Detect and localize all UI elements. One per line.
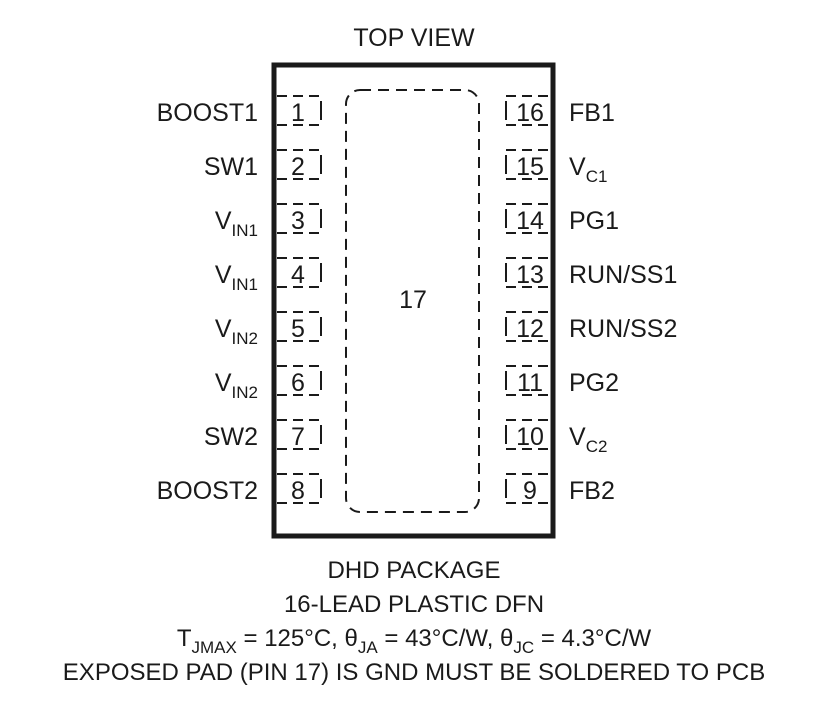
pin-name: V	[215, 315, 232, 343]
pin-name: V	[215, 369, 232, 397]
left-pin-1: 1 BOOST1	[157, 95, 322, 127]
theta-jc-value: = 4.3°C/W	[534, 625, 651, 652]
package-description: 16-LEAD PLASTIC DFN	[284, 591, 544, 618]
pin-name: RUN/SS2	[569, 315, 677, 343]
right-pin-10-label: VC2	[569, 423, 607, 456]
exposed-pad-note: EXPOSED PAD (PIN 17) IS GND MUST BE SOLD…	[63, 659, 765, 686]
left-pin-2: 2 SW1	[204, 149, 322, 181]
thermal-specs: TJMAX = 125°C, θJA = 43°C/W, θJC = 4.3°C…	[177, 625, 652, 657]
left-pin-3: 3 VIN1	[215, 203, 322, 240]
right-pin-9-label: FB2	[569, 477, 615, 505]
left-pin-6-label: VIN2	[215, 369, 258, 402]
pin-name: SW2	[204, 423, 258, 451]
right-pin-12-label: RUN/SS2	[569, 315, 677, 343]
pin-number: 7	[291, 423, 305, 451]
pin-number: 10	[516, 423, 544, 451]
right-pin-14-label: PG1	[569, 207, 619, 235]
pin-number: 6	[291, 369, 305, 397]
right-pin-16-label: FB1	[569, 99, 615, 127]
theta-ja-subscript: JA	[358, 638, 379, 657]
pin-number: 4	[291, 261, 305, 289]
pin-name-subscript: C1	[586, 167, 608, 186]
left-pin-7: 7 SW2	[204, 419, 322, 451]
pin-name: V	[569, 153, 586, 181]
pin-name-subscript: IN2	[232, 329, 258, 348]
pin-number: 1	[291, 99, 305, 127]
exposed-pad-label: 17	[399, 286, 427, 314]
pin-name: BOOST1	[157, 99, 258, 127]
pin-number: 12	[516, 315, 544, 343]
theta-jc-subscript: JC	[513, 638, 534, 657]
diagram-title: TOP VIEW	[353, 24, 475, 52]
left-pin-8: 8 BOOST2	[157, 473, 322, 505]
right-pin-14: 14 PG1	[505, 203, 619, 235]
tjmax-subscript: JMAX	[192, 638, 237, 657]
left-pin-6: 6 VIN2	[215, 365, 322, 402]
pin-number: 3	[291, 207, 305, 235]
pin-number: 14	[516, 207, 544, 235]
left-pin-4-label: VIN1	[215, 261, 258, 294]
pin-name: V	[215, 261, 232, 289]
pin-number: 9	[523, 477, 537, 505]
pin-name: PG2	[569, 369, 619, 397]
pin-name-subscript: IN1	[232, 221, 258, 240]
pin-number: 15	[516, 153, 544, 181]
pin-name: RUN/SS1	[569, 261, 677, 289]
pin-number: 16	[516, 99, 544, 127]
left-pin-8-label: BOOST2	[157, 477, 258, 505]
right-pin-16: 16 FB1	[505, 95, 615, 127]
right-pin-15-label: VC1	[569, 153, 607, 186]
pin-name: BOOST2	[157, 477, 258, 505]
pin-name-subscript: IN1	[232, 275, 258, 294]
left-pin-2-label: SW1	[204, 153, 258, 181]
pin-number: 2	[291, 153, 305, 181]
right-pin-9: 9 FB2	[505, 473, 615, 505]
right-pin-15: 15 VC1	[505, 149, 607, 186]
package-outline	[271, 62, 556, 539]
tjmax-value: = 125°C,	[237, 625, 345, 652]
right-pin-12: 12 RUN/SS2	[505, 311, 677, 343]
left-pin-4: 4 VIN1	[215, 257, 322, 294]
pin-name-subscript: IN2	[232, 383, 258, 402]
theta-ja-symbol: θ	[345, 625, 358, 652]
left-pin-1-label: BOOST1	[157, 99, 258, 127]
left-pin-3-label: VIN1	[215, 207, 258, 240]
right-pin-11: 11 PG2	[505, 365, 619, 397]
pin-name: V	[215, 207, 232, 235]
package-name: DHD PACKAGE	[328, 557, 501, 584]
left-pin-7-label: SW2	[204, 423, 258, 451]
pin-name: PG1	[569, 207, 619, 235]
pin-name: FB2	[569, 477, 615, 505]
right-pin-13-label: RUN/SS1	[569, 261, 677, 289]
right-pin-13: 13 RUN/SS1	[505, 257, 677, 289]
left-pin-5: 5 VIN2	[215, 311, 322, 348]
pin-number: 5	[291, 315, 305, 343]
pin-name: V	[569, 423, 586, 451]
left-pin-group: 1BOOST12SW13VIN14VIN15VIN26VIN27SW28BOOS…	[157, 95, 322, 505]
tjmax-symbol: T	[177, 625, 192, 652]
right-pin-11-label: PG2	[569, 369, 619, 397]
left-pin-5-label: VIN2	[215, 315, 258, 348]
theta-ja-value: = 43°C/W,	[378, 625, 500, 652]
pin-number: 11	[517, 369, 543, 397]
theta-jc-symbol: θ	[500, 625, 513, 652]
pin-name: FB1	[569, 99, 615, 127]
pin-number: 8	[291, 477, 305, 505]
right-pin-10: 10 VC2	[505, 419, 607, 456]
pin-name: SW1	[204, 153, 258, 181]
pin-number: 13	[516, 261, 544, 289]
pin-name-subscript: C2	[586, 437, 608, 456]
exposed-pad	[345, 89, 480, 513]
